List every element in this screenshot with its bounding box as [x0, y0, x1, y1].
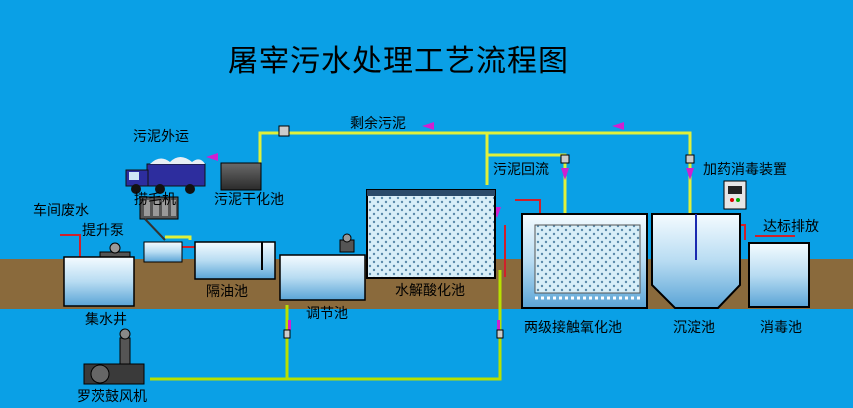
label-contact-ox: 两级接触氧化池 [524, 320, 622, 336]
label-sludge-out: 污泥外运 [133, 129, 189, 145]
label-blower: 罗茨鼓风机 [77, 389, 147, 405]
label-sludge-return: 污泥回流 [493, 162, 549, 178]
flow-arrows [206, 122, 694, 330]
label-disinfection: 消毒池 [760, 320, 802, 336]
label-equalization: 调节池 [306, 306, 348, 322]
collection-well [63, 256, 135, 307]
equalization-tank [279, 233, 366, 301]
roots-blower [83, 328, 145, 385]
disinfection-tank [748, 242, 810, 308]
label-well: 集水井 [85, 312, 127, 328]
sludge-truck [125, 157, 206, 194]
label-oil-sep: 隔油池 [206, 284, 248, 300]
contact-oxidation-tank [521, 213, 648, 309]
label-screen: 捞毛机 [134, 192, 176, 208]
oil-separator-tank [194, 241, 276, 280]
hydrolysis-tank [366, 189, 496, 279]
label-hydrolysis: 水解酸化池 [395, 283, 465, 299]
screen-channel [143, 241, 183, 263]
dosing-device [723, 180, 747, 210]
diagram-title: 屠宰污水处理工艺流程图 [228, 44, 569, 79]
label-sedimentation: 沉淀池 [673, 320, 715, 336]
sedimentation-tank [651, 213, 741, 309]
label-lift-pump: 提升泵 [82, 223, 124, 239]
valves [278, 125, 695, 339]
sludge-drying-bed [220, 162, 262, 191]
label-sludge-dry: 污泥干化池 [214, 192, 284, 208]
label-dosing: 加药消毒装置 [703, 162, 787, 178]
label-residual-sludge: 剩余污泥 [350, 116, 406, 132]
screen-machine [139, 196, 179, 241]
label-discharge: 达标排放 [763, 219, 819, 235]
label-workshop: 车间废水 [33, 203, 89, 219]
